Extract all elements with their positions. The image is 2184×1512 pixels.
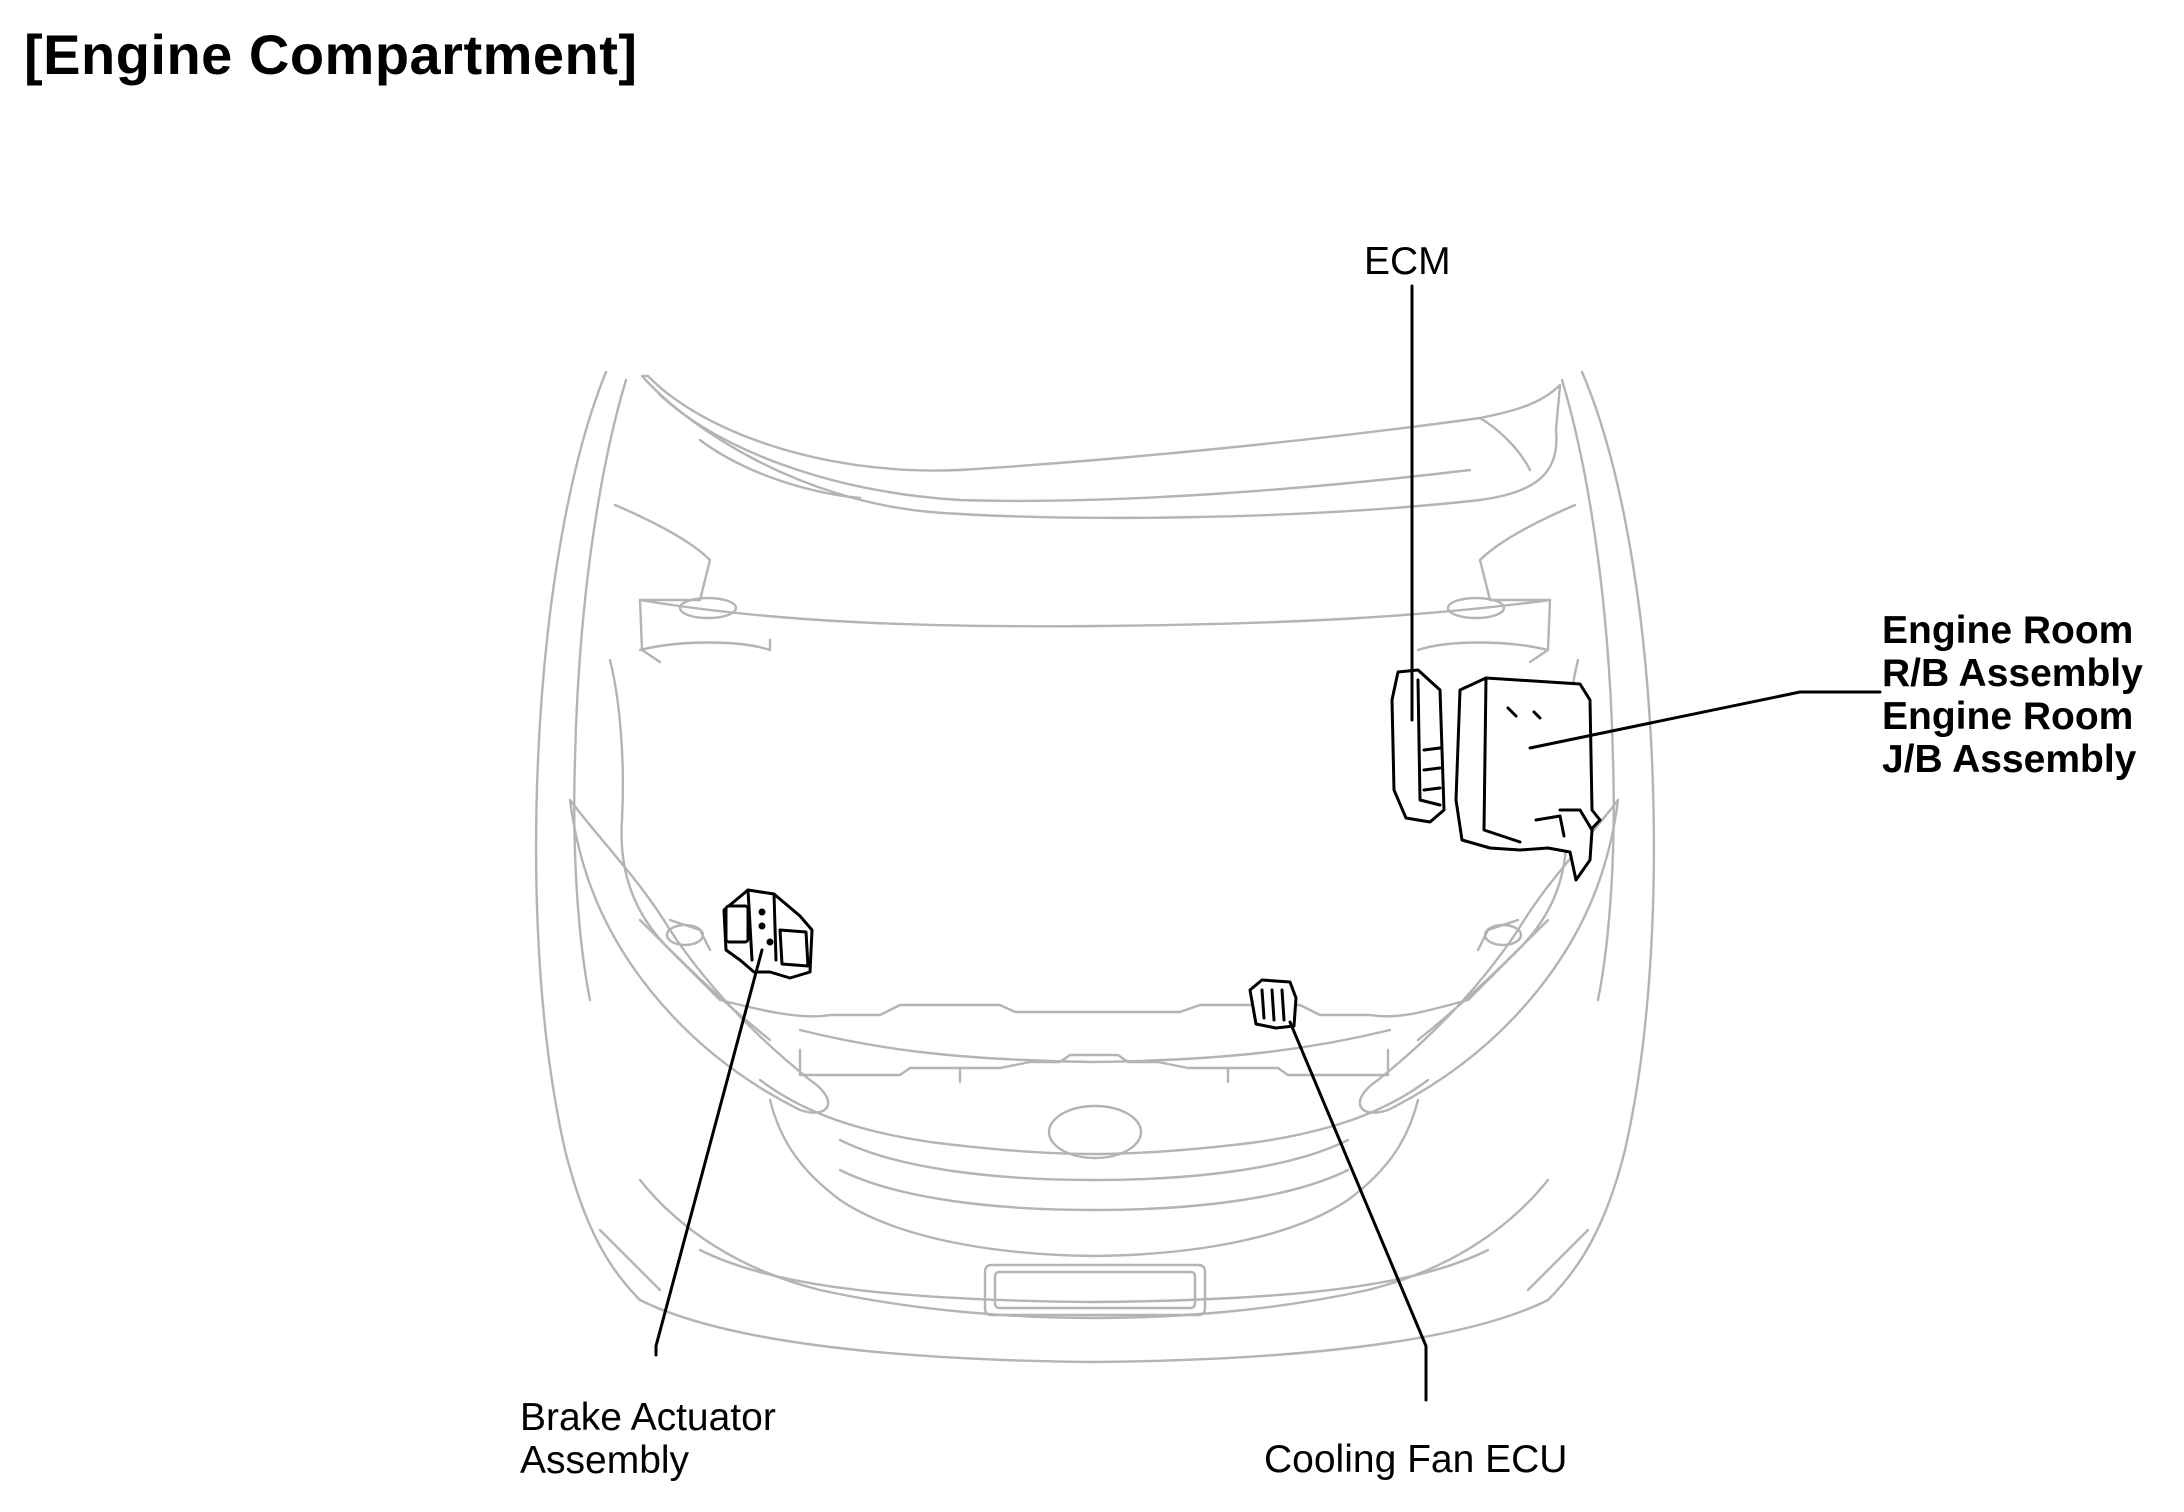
engine-room-rb-line-2: R/B Assembly — [1882, 652, 2143, 695]
cooling-fan-ecu-leader-line — [1288, 1020, 1428, 1402]
cooling-fan-ecu-label-text: Cooling Fan ECU — [1264, 1438, 1568, 1481]
brake-actuator-leader-line — [654, 948, 764, 1357]
brake-actuator-line-1: Brake Actuator — [520, 1396, 776, 1439]
cooling-fan-ecu-label: Cooling Fan ECU — [1264, 1438, 1567, 1481]
cooling-fan-ecu-component — [1248, 978, 1298, 1030]
car-body-outline — [534, 370, 1656, 1364]
ecm-label-text: ECM — [1364, 240, 1451, 283]
engine-room-rb-jb-label: Engine Room R/B Assembly Engine Room J/B… — [1882, 609, 2143, 781]
brake-actuator-line-2: Assembly — [520, 1439, 690, 1482]
engine-room-jb-line-2: J/B Assembly — [1882, 738, 2137, 781]
brake-actuator-component — [722, 888, 814, 980]
engine-room-rb-jb-component — [1454, 676, 1602, 882]
page-title: [Engine Compartment] — [24, 23, 638, 86]
leader-lines — [654, 284, 1882, 1402]
brake-actuator-label: Brake Actuator Assembly — [520, 1396, 776, 1482]
ecm-component — [1390, 668, 1446, 824]
engine-room-jb-line-1: Engine Room — [1882, 695, 2134, 738]
engine-room-rb-line-1: Engine Room — [1882, 609, 2134, 652]
ecm-label: ECM — [1364, 240, 1451, 283]
rb-jb-leader-line — [1528, 690, 1882, 750]
